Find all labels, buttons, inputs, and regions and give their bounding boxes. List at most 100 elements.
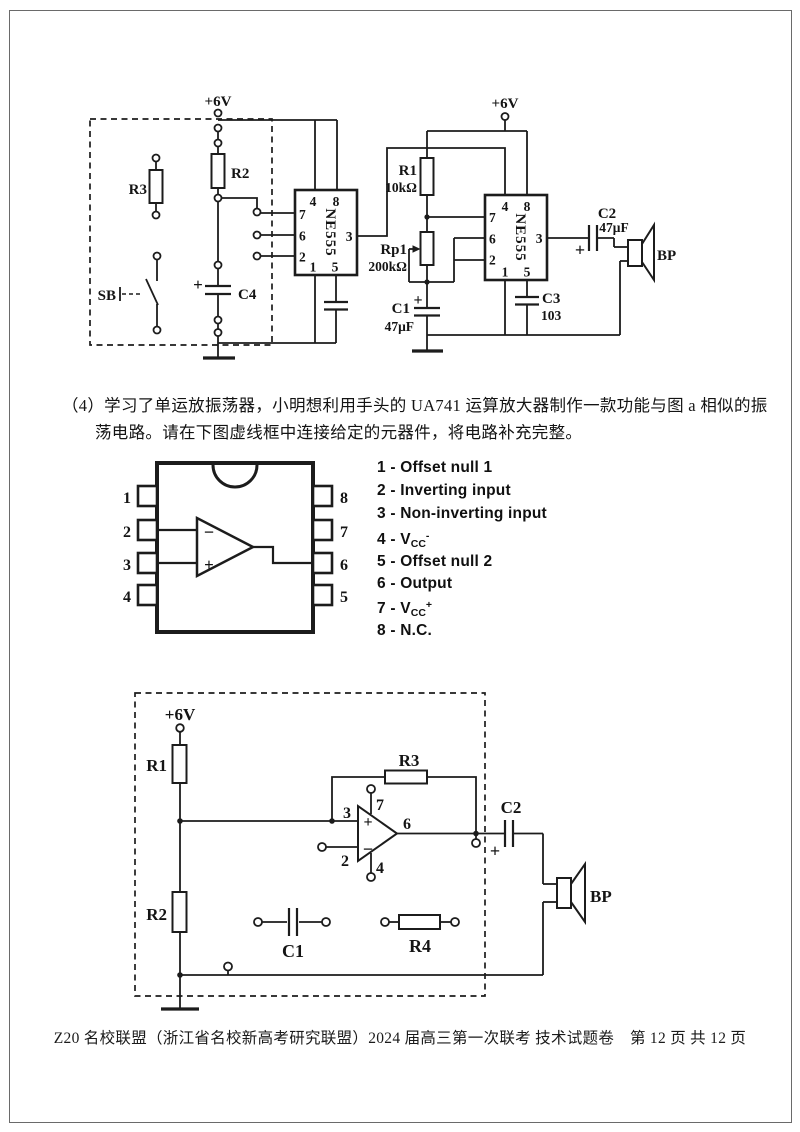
ic1-input-terminals bbox=[252, 207, 295, 261]
terminal-circle bbox=[213, 138, 223, 148]
polarity-plus: + bbox=[193, 275, 203, 294]
c2-label: C2 bbox=[598, 206, 616, 222]
svg-text:1: 1 bbox=[502, 265, 509, 280]
noninverting-mark: + bbox=[204, 555, 214, 574]
c2-value: 47μF bbox=[599, 220, 628, 235]
bp-label: BP bbox=[657, 248, 676, 264]
c1-label: C1 bbox=[282, 941, 304, 961]
svg-text:1: 1 bbox=[123, 490, 131, 507]
question-line-1: （4）学习了单运放振荡器，小明想利用手头的 UA741 运算放大器制作一款功能与… bbox=[62, 396, 768, 415]
c3-value: 103 bbox=[541, 308, 562, 323]
r4-label: R4 bbox=[409, 936, 431, 956]
svg-text:5: 5 bbox=[340, 589, 348, 606]
capacitor-c4: + C4 bbox=[193, 201, 257, 357]
svg-text:2: 2 bbox=[299, 250, 306, 265]
figure-b-dashed-box bbox=[134, 692, 486, 997]
supply-label: +6V bbox=[492, 96, 519, 112]
pin4-label: 4 bbox=[376, 860, 384, 877]
svg-text:4: 4 bbox=[310, 194, 317, 209]
svg-text:8: 8 bbox=[333, 194, 340, 209]
output-terminal bbox=[471, 838, 481, 848]
capacitor-c1: C1 + 47μF bbox=[385, 292, 440, 335]
svg-text:7: 7 bbox=[340, 524, 348, 541]
pin-list-item: 6 - Output bbox=[377, 575, 453, 592]
inverting-mark: − bbox=[204, 522, 214, 542]
polarity-plus: + bbox=[575, 240, 585, 260]
pin-list-item: 4 - VCC- bbox=[377, 530, 430, 550]
resistor-r3: R3 bbox=[129, 153, 164, 220]
dip-left-pins: 1 2 3 4 bbox=[123, 484, 159, 607]
pin-list-item: 2 - Inverting input bbox=[377, 482, 511, 499]
capacitor-c3: C3 103 bbox=[515, 291, 562, 335]
c1-label: C1 bbox=[392, 301, 410, 317]
resistor-r3-b: R3 bbox=[331, 751, 477, 834]
resistor-r4-b: R4 bbox=[380, 914, 460, 956]
speaker-bp: BP bbox=[619, 221, 676, 335]
bp-label: BP bbox=[590, 887, 612, 906]
svg-text:6: 6 bbox=[340, 557, 348, 574]
supply-label: +6V bbox=[165, 705, 196, 724]
capacitor-c2: C2 47μF + bbox=[547, 206, 629, 260]
terminal-circle bbox=[213, 123, 223, 133]
figure-a-dashed-box bbox=[89, 118, 273, 346]
ic1-label: NE555 bbox=[322, 208, 338, 256]
svg-text:3: 3 bbox=[123, 557, 131, 574]
svg-text:6: 6 bbox=[489, 232, 496, 247]
wiper-arrow bbox=[412, 245, 421, 253]
supply-plus6v-right: +6V bbox=[492, 96, 519, 131]
inverting-input-terminal bbox=[317, 842, 327, 852]
pin-list-item: 8 - N.C. bbox=[377, 622, 432, 639]
r1-value: 10kΩ bbox=[385, 180, 417, 195]
page-footer: Z20 名校联盟（浙江省名校新高考研究联盟）2024 届高三第一次联考 技术试题… bbox=[53, 1030, 747, 1047]
noninverting-mark: + bbox=[363, 814, 372, 831]
capacitor-c2-b: C2 + bbox=[490, 798, 557, 885]
r3-label: R3 bbox=[399, 751, 420, 770]
ic-ne555-2: NE555 4 8 7 6 2 3 1 5 bbox=[483, 193, 549, 335]
wire bbox=[221, 197, 258, 208]
dip8-package-diagram: 1 2 3 4 8 7 6 5 − + bbox=[123, 461, 348, 634]
supply-label: +6V bbox=[205, 94, 232, 110]
supply-plus6v-left: +6V bbox=[205, 94, 232, 154]
speaker-bp-b: BP bbox=[542, 860, 612, 975]
svg-text:7: 7 bbox=[489, 210, 496, 225]
pin4-terminal bbox=[366, 872, 376, 882]
resistor-r1: R1 10kΩ bbox=[385, 157, 485, 232]
svg-text:4: 4 bbox=[123, 589, 131, 606]
pin7-terminal bbox=[366, 784, 376, 794]
c2-label: C2 bbox=[501, 798, 522, 817]
c1-value: 47μF bbox=[385, 319, 414, 334]
c4-label: C4 bbox=[238, 287, 257, 303]
polarity-plus: + bbox=[413, 292, 422, 309]
pin3-label: 3 bbox=[343, 805, 351, 822]
figure-b-opamp-circuit: +6V R1 R2 bbox=[134, 692, 612, 1011]
figure-a-555-circuit: +6V R3 bbox=[89, 94, 676, 360]
svg-text:2: 2 bbox=[489, 253, 496, 268]
sb-label: SB bbox=[98, 288, 116, 304]
polarity-plus: + bbox=[490, 841, 500, 861]
pin7-label: 7 bbox=[376, 797, 384, 814]
svg-text:8: 8 bbox=[524, 199, 531, 214]
svg-text:7: 7 bbox=[299, 207, 306, 222]
terminal-circle bbox=[213, 108, 223, 118]
svg-text:6: 6 bbox=[299, 229, 306, 244]
resistor-r1-b: R1 bbox=[146, 744, 188, 892]
c3-label: C3 bbox=[542, 291, 560, 307]
r2-label: R2 bbox=[231, 166, 249, 182]
opamp-ua741: + − 3 2 7 4 6 bbox=[317, 784, 505, 882]
switch-sb: SB bbox=[98, 251, 162, 335]
resistor-r2: R2 bbox=[210, 153, 249, 203]
svg-text:5: 5 bbox=[332, 260, 339, 275]
pin-list-item: 3 - Non-inverting input bbox=[377, 505, 547, 522]
svg-text:5: 5 bbox=[524, 265, 531, 280]
svg-text:2: 2 bbox=[123, 524, 131, 541]
svg-text:3: 3 bbox=[346, 229, 353, 244]
rp1-label: Rp1 bbox=[380, 242, 407, 258]
supply-plus6v-b: +6V bbox=[165, 705, 196, 745]
ic-ne555-1: NE555 4 8 7 6 2 3 1 5 bbox=[293, 120, 359, 343]
dip-right-pins: 8 7 6 5 bbox=[311, 484, 348, 607]
capacitor-c1-b: C1 bbox=[253, 908, 331, 961]
r3-label: R3 bbox=[129, 182, 147, 198]
question-line-2: 荡电路。请在下图虚线框中连接给定的元器件，将电路补充完整。 bbox=[95, 423, 583, 442]
